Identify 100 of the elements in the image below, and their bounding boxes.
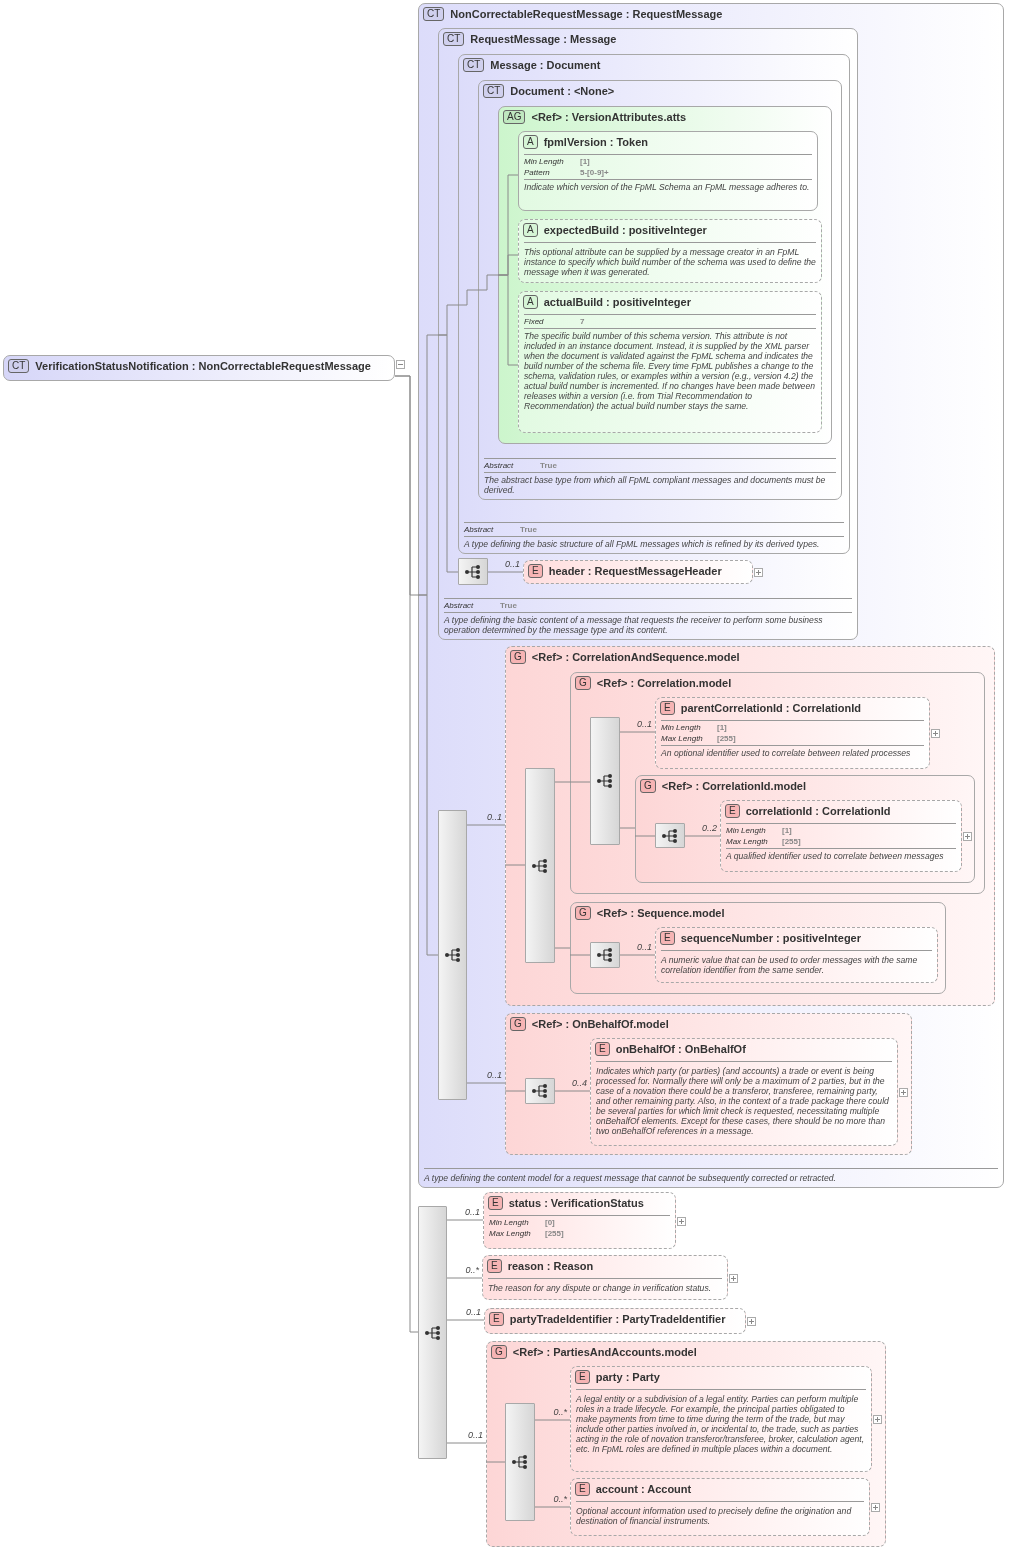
connector-line xyxy=(487,571,524,573)
connector-line xyxy=(446,1442,487,1444)
element-box xyxy=(570,1478,870,1536)
element-box xyxy=(655,927,938,983)
sequence-compositor xyxy=(525,1078,555,1104)
property-name: Min Length xyxy=(524,157,565,167)
node-title: fpmlVersion : Token xyxy=(543,136,648,148)
description-text: The abstract base type from which all FpML compliant messages and documents must be derived. xyxy=(484,472,836,495)
connector-line xyxy=(569,954,591,956)
element-box xyxy=(482,1255,728,1300)
node-title: onBehalfOf : OnBehalfOf xyxy=(615,1043,746,1055)
type-box xyxy=(3,355,395,381)
type-badge: A xyxy=(523,295,538,309)
description-text: The reason for any dispute or change in verification status. xyxy=(488,1282,713,1293)
node-title: <Ref> : Sequence.model xyxy=(596,907,725,919)
node-title: <Ref> : VersionAttributes.atts xyxy=(531,111,687,123)
property-value: [255] xyxy=(717,734,736,744)
property-name: Pattern xyxy=(524,168,551,178)
type-badge: E xyxy=(528,564,543,578)
multiplicity-label: 0..1 xyxy=(466,1307,481,1317)
node-title: NonCorrectableRequestMessage : RequestMessage xyxy=(450,8,723,20)
sequence-compositor xyxy=(590,717,620,845)
multiplicity-label: 0..1 xyxy=(637,942,652,952)
node-title: <Ref> : CorrelationAndSequence.model xyxy=(531,651,740,663)
type-badge: G xyxy=(575,676,591,690)
multiplicity-label: 0..2 xyxy=(702,823,717,833)
connector-line xyxy=(554,1090,591,1092)
description-text: A numeric value that can be used to order messages with the same correlation identifier from the same sender. xyxy=(661,954,919,975)
group-box xyxy=(635,775,975,883)
group-box xyxy=(505,1013,912,1155)
type-badge: CT xyxy=(463,58,485,72)
sequence-compositor xyxy=(418,1206,447,1459)
description-text: Indicates which party (or parties) (and accounts) a trade or event is being processed for. Normally there will only be a maximum of 2 parties, but in the case of a novation there could be a transferor, transferee, remaining party, and other remaining party. Also, in the context of a trade package there could be several parties for which limit check is requested, necessitating multiple onBehalfOf elements. Except for these cases, there should be no more than two onBehalfOf references in a message. xyxy=(596,1065,890,1136)
node-title: correlationId : CorrelationId xyxy=(745,805,891,817)
multiplicity-label: 0..* xyxy=(553,1407,567,1417)
attribute-box xyxy=(518,131,818,211)
node-title: parentCorrelationId : CorrelationId xyxy=(680,702,861,714)
connector-line xyxy=(634,835,656,837)
connector-line xyxy=(446,1219,484,1221)
property-value: [255] xyxy=(782,837,801,847)
property-name: Max Length xyxy=(489,1229,532,1239)
multiplicity-label: 0..1 xyxy=(468,1430,483,1440)
type-badge: G xyxy=(575,906,591,920)
description-text: A type defining the basic structure of all FpML messages which is refined by its derived types. xyxy=(464,536,844,549)
sequence-compositor xyxy=(505,1403,535,1521)
property-value: True xyxy=(520,525,537,535)
type-badge: AG xyxy=(503,110,526,124)
attribute-box xyxy=(518,291,822,433)
node-title: RequestMessage : Message xyxy=(470,33,617,45)
property-name: Max Length xyxy=(726,837,769,847)
connector-line xyxy=(684,835,721,837)
node-title: party : Party xyxy=(595,1371,660,1383)
property-name: Min Length xyxy=(661,723,702,733)
property-name: Abstract xyxy=(444,601,475,611)
connector-line xyxy=(534,1506,571,1508)
description-text: Optional account information used to precisely define the origination and destination of financial instruments. xyxy=(576,1505,853,1526)
connector-line xyxy=(569,781,591,783)
property-value: [255] xyxy=(545,1229,564,1239)
type-badge: A xyxy=(523,135,538,149)
complex-type-box xyxy=(458,54,850,554)
connector-line xyxy=(504,864,526,866)
property-name: Abstract xyxy=(464,525,495,535)
type-badge: E xyxy=(660,701,675,715)
node-title: status : VerificationStatus xyxy=(508,1197,644,1209)
connector-line xyxy=(466,824,506,826)
node-title: actualBuild : positiveInteger xyxy=(543,296,691,308)
description-text: This optional attribute can be supplied by a message creator in an FpML instance to specify which build number of the schema was used to define the message when it was generated. xyxy=(524,246,816,277)
type-badge: CT xyxy=(423,7,445,21)
node-title: sequenceNumber : positiveInteger xyxy=(680,932,861,944)
sequence-compositor xyxy=(438,810,467,1100)
node-title: header : RequestMessageHeader xyxy=(548,565,722,577)
connector-line xyxy=(497,274,519,366)
type-badge: A xyxy=(523,223,538,237)
sequence-compositor xyxy=(458,558,488,585)
property-value: True xyxy=(540,461,557,471)
node-title: <Ref> : PartiesAndAccounts.model xyxy=(512,1346,697,1358)
property-value: 5-[0-9]+ xyxy=(580,168,609,178)
property-value: 7 xyxy=(580,317,585,327)
connector-line xyxy=(457,289,479,306)
connector-line xyxy=(504,1090,526,1092)
description-text: A type defining the basic content of a message that requests the receiver to perform some business operation determined by the message type and its content. xyxy=(444,612,852,635)
node-title: reason : Reason xyxy=(507,1260,594,1272)
connector-line xyxy=(446,1277,483,1279)
attribute-box xyxy=(518,219,822,283)
description-text: A qualified identifier used to correlate between messages xyxy=(726,848,956,861)
node-title: <Ref> : CorrelationId.model xyxy=(661,780,807,792)
property-value: [1] xyxy=(580,157,590,167)
group-box xyxy=(486,1341,886,1547)
type-badge: E xyxy=(660,931,675,945)
description-text: An optional identifier used to correlate between related processes xyxy=(661,745,924,758)
property-name: Min Length xyxy=(726,826,767,836)
attribute-group-box xyxy=(498,106,832,444)
node-title: <Ref> : OnBehalfOf.model xyxy=(531,1018,669,1030)
description-text: A legal entity or a subdivision of a legal entity. Parties can perform multiple roles in a trade lifecycle. For example, the principal parties obligated to make payments from time to time during the term of the trade, but may include other parties involved in, or incidental to, the trade, such as parties acting in the role of novation transferor/transferee, broker, calculation agent, etc. In FpML roles are defined in multiple places within a document. xyxy=(576,1393,866,1454)
type-badge: E xyxy=(575,1482,590,1496)
connector-line xyxy=(619,731,656,733)
connector-line xyxy=(417,594,439,956)
type-badge: G xyxy=(491,1345,507,1359)
group-box xyxy=(505,646,995,1006)
group-box xyxy=(570,902,946,994)
